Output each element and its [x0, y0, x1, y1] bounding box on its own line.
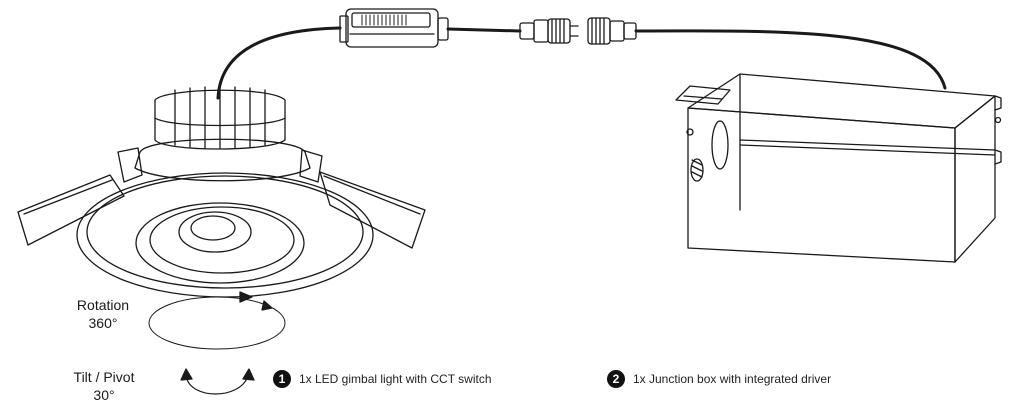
cct-switch-icon: [339, 8, 449, 48]
rotation-value: 360°: [88, 315, 118, 331]
female-connector-icon: [587, 17, 637, 45]
junction-box-icon: [675, 73, 1002, 263]
male-connector-icon: [519, 18, 579, 44]
list-item-led-light: 1 1x LED gimbal light with CCT switch: [273, 370, 492, 388]
rotation-title: Rotation: [76, 297, 130, 313]
tilt-value: 30°: [93, 387, 115, 403]
number-badge: 2: [607, 370, 625, 388]
list-item-junction-box: 2 1x Junction box with integrated driver: [607, 370, 831, 388]
tilt-label: Tilt / Pivot 30°: [58, 368, 150, 404]
switch-cable: [446, 27, 522, 33]
tilt-arrow-icon: [180, 368, 255, 395]
tilt-title: Tilt / Pivot: [73, 369, 135, 385]
led-gimbal-light-icon: [17, 86, 426, 298]
item-text: 1x Junction box with integrated driver: [633, 372, 832, 386]
item-text: 1x LED gimbal light with CCT switch: [299, 372, 492, 386]
rotation-label: Rotation 360°: [60, 296, 146, 332]
rotation-arrow-icon: [148, 291, 286, 350]
power-cable-left: [216, 26, 342, 100]
number-badge: 1: [273, 370, 291, 388]
power-cable-right: [634, 29, 947, 90]
